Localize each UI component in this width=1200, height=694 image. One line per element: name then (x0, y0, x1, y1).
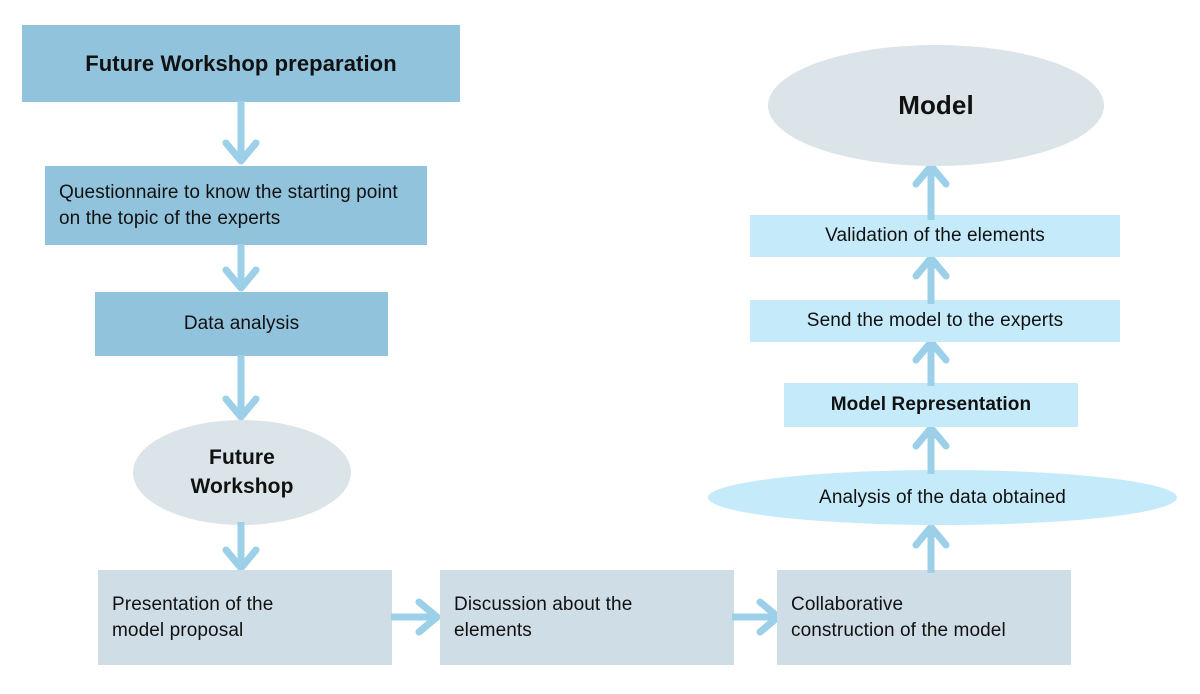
node-discussion-about-the-elements[interactable]: Discussion about the elements (440, 570, 734, 665)
node-future-workshop-preparation[interactable]: Future Workshop preparation (22, 25, 460, 102)
node-presentation-of-model-proposal[interactable]: Presentation of the model proposal (98, 570, 392, 665)
arrow-model-representation-to-send-model (909, 338, 953, 386)
node-label: Analysis of the data obtained (819, 486, 1066, 508)
arrow-prep-to-questionnaire (219, 101, 263, 167)
arrow-collaborative-to-analysis (909, 521, 953, 573)
node-label: Discussion about the elements (454, 592, 632, 643)
node-label: Validation of the elements (825, 225, 1045, 247)
node-label: Model (898, 90, 974, 121)
node-label: Model Representation (830, 394, 1032, 416)
node-data-analysis[interactable]: Data analysis (95, 292, 388, 356)
arrow-future-workshop-to-presentation (219, 522, 263, 574)
arrow-send-model-to-validation (909, 254, 953, 304)
node-label-line1: Discussion about the (454, 594, 633, 616)
arrow-data-analysis-to-future-workshop (219, 355, 263, 423)
arrow-questionnaire-to-data-analysis (219, 244, 263, 294)
node-label: Questionnaire to know the starting point… (59, 182, 398, 229)
node-future-workshop[interactable]: Future Workshop (133, 420, 351, 525)
node-model-representation[interactable]: Model Representation (784, 383, 1078, 427)
node-label-line2: construction of the model (791, 619, 1006, 641)
node-label: Send the model to the experts (806, 310, 1064, 332)
node-label-line1: Future (209, 446, 275, 470)
node-label-line1: Presentation of the (112, 594, 274, 616)
node-label-line2: model proposal (112, 619, 244, 641)
node-analysis-of-the-data-obtained[interactable]: Analysis of the data obtained (708, 470, 1177, 525)
node-label-line2: Workshop (190, 474, 294, 498)
node-validation-of-the-elements[interactable]: Validation of the elements (750, 215, 1120, 257)
node-label: Collaborative construction of the model (791, 592, 1006, 643)
node-label-line1: Collaborative (791, 594, 904, 616)
node-label: Future Workshop preparation (85, 50, 397, 76)
arrow-analysis-to-model-representation (909, 424, 953, 474)
node-label: Data analysis (183, 313, 300, 335)
node-collaborative-construction[interactable]: Collaborative construction of the model (777, 570, 1071, 665)
node-questionnaire[interactable]: Questionnaire to know the starting point… (45, 166, 427, 245)
node-label-line2: elements (454, 619, 532, 641)
arrow-validation-to-model (909, 160, 953, 220)
node-send-the-model-to-the-experts[interactable]: Send the model to the experts (750, 300, 1120, 342)
node-model[interactable]: Model (768, 45, 1104, 166)
node-label: Presentation of the model proposal (112, 592, 273, 643)
arrow-presentation-to-discussion (391, 595, 443, 639)
